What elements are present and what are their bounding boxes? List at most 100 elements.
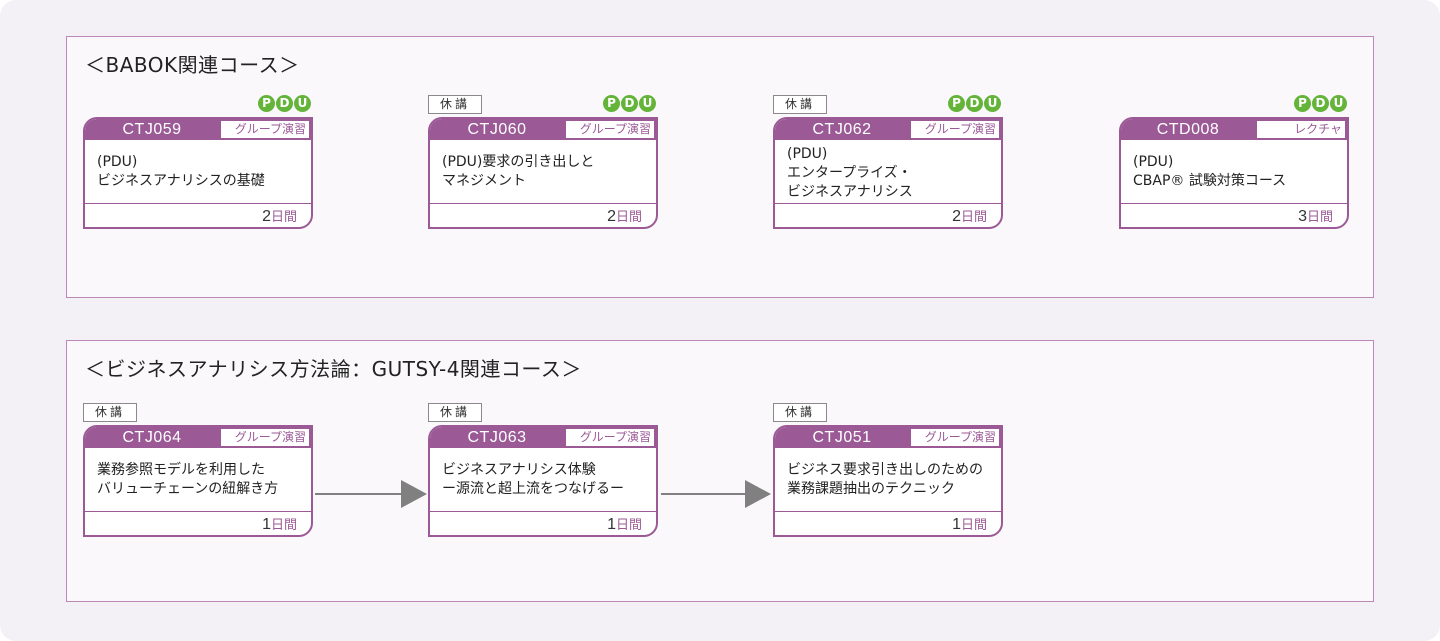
course-code: CTJ060	[467, 121, 527, 138]
course-footer: 3日間	[1121, 203, 1347, 227]
course-code: CTJ062	[812, 121, 872, 138]
course-title: (PDU) ビジネスアナリシスの基礎	[97, 153, 307, 191]
course-card-ctj064[interactable]: 休講 CTJ064 グループ演習 業務参照モデルを利用した バリューチェーンの紐…	[83, 403, 313, 537]
course-header: CTJ062 グループ演習	[775, 119, 1001, 140]
course-type: グループ演習	[566, 429, 654, 446]
course-type: グループ演習	[911, 429, 999, 446]
duration-days: 2	[952, 208, 961, 225]
pdu-letter-p: P	[948, 95, 965, 112]
course-type: グループ演習	[221, 121, 309, 138]
course-duration: 2日間	[262, 206, 297, 226]
duration-unit: 日間	[270, 518, 297, 533]
course-title-line: (PDU)	[97, 154, 138, 170]
course-header: CTJ060 グループ演習	[430, 119, 656, 140]
course-title-line: 業務課題抽出のテクニック	[787, 481, 955, 497]
section-title: ＜ビジネスアナリシス方法論：GUTSY-4関連コース＞	[85, 357, 582, 381]
flow-arrow	[315, 480, 427, 508]
course-header: CTD008 レクチャ	[1121, 119, 1347, 140]
course-title-line: CBAP® 試験対策コース	[1133, 173, 1287, 189]
course-duration: 2日間	[952, 206, 987, 226]
flow-arrow	[661, 480, 771, 508]
pdu-letter-d: D	[966, 95, 983, 112]
course-code: CTJ063	[467, 429, 527, 446]
course-box: CTJ064 グループ演習 業務参照モデルを利用した バリューチェーンの紐解き方…	[83, 425, 313, 537]
course-box: CTJ051 グループ演習 ビジネス要求引き出しのための 業務課題抽出のテクニッ…	[773, 425, 1003, 537]
pdu-letter-u: U	[639, 95, 656, 112]
suspended-badge: 休講	[83, 403, 137, 422]
pdu-letter-u: U	[294, 95, 311, 112]
course-title-line: マネジメント	[442, 173, 526, 189]
duration-days: 1	[262, 516, 271, 533]
course-duration: 2日間	[607, 206, 642, 226]
course-title: ビジネスアナリシス体験 ー源流と超上流をつなげるー	[442, 461, 652, 499]
course-title-line: (PDU)要求の引き出しと	[442, 154, 595, 170]
suspended-badge: 休講	[773, 403, 827, 422]
course-duration: 1日間	[952, 514, 987, 534]
duration-days: 1	[952, 516, 961, 533]
course-box: CTD008 レクチャ (PDU) CBAP® 試験対策コース 3日間	[1119, 117, 1349, 229]
course-title-line: ビジネス要求引き出しのための	[787, 462, 983, 478]
duration-days: 2	[607, 208, 616, 225]
duration-unit: 日間	[615, 210, 642, 225]
pdu-letter-p: P	[258, 95, 275, 112]
course-title-line: バリューチェーンの紐解き方	[97, 481, 279, 497]
course-type: レクチャ	[1257, 121, 1345, 138]
course-code: CTD008	[1156, 121, 1220, 138]
pdu-letter-u: U	[1330, 95, 1347, 112]
course-title: 業務参照モデルを利用した バリューチェーンの紐解き方	[97, 461, 307, 499]
course-box: CTJ063 グループ演習 ビジネスアナリシス体験 ー源流と超上流をつなげるー …	[428, 425, 658, 537]
course-title-line: ビジネスアナリシス	[787, 184, 913, 200]
section-gutsy4: ＜ビジネスアナリシス方法論：GUTSY-4関連コース＞ 休講 CTJ064 グル…	[66, 340, 1374, 602]
pdu-letter-p: P	[1294, 95, 1311, 112]
section-title: ＜BABOK関連コース＞	[85, 53, 300, 77]
pdu-letter-p: P	[603, 95, 620, 112]
course-title-line: エンタープライズ・	[787, 165, 912, 181]
course-header: CTJ063 グループ演習	[430, 427, 656, 448]
course-type: グループ演習	[911, 121, 999, 138]
course-title: (PDU) CBAP® 試験対策コース	[1133, 153, 1343, 191]
course-title-line: 業務参照モデルを利用した	[97, 462, 265, 478]
course-title-line: ー源流と超上流をつなげるー	[442, 481, 624, 497]
pdu-letter-u: U	[984, 95, 1001, 112]
duration-days: 3	[1298, 208, 1307, 225]
course-title: ビジネス要求引き出しのための 業務課題抽出のテクニック	[787, 461, 997, 499]
duration-days: 2	[262, 208, 271, 225]
course-duration: 1日間	[262, 514, 297, 534]
duration-unit: 日間	[960, 210, 987, 225]
course-title: (PDU)要求の引き出しと マネジメント	[442, 153, 652, 191]
suspended-badge: 休講	[773, 95, 827, 114]
course-card-ctj063[interactable]: 休講 CTJ063 グループ演習 ビジネスアナリシス体験 ー源流と超上流をつなげ…	[428, 403, 658, 537]
pdu-letter-d: D	[276, 95, 293, 112]
course-header: CTJ059 グループ演習	[85, 119, 311, 140]
course-title: (PDU) エンタープライズ・ ビジネスアナリシス	[787, 145, 997, 202]
course-footer: 1日間	[775, 511, 1001, 535]
course-card-ctj051[interactable]: 休講 CTJ051 グループ演習 ビジネス要求引き出しのための 業務課題抽出のテ…	[773, 403, 1003, 537]
duration-unit: 日間	[270, 210, 297, 225]
course-header: CTJ064 グループ演習	[85, 427, 311, 448]
suspended-badge: 休講	[428, 95, 482, 114]
duration-unit: 日間	[960, 518, 987, 533]
course-title-line: (PDU)	[787, 146, 828, 162]
duration-days: 1	[607, 516, 616, 533]
course-box: CTJ060 グループ演習 (PDU)要求の引き出しと マネジメント 2日間	[428, 117, 658, 229]
course-footer: 2日間	[430, 203, 656, 227]
course-duration: 3日間	[1298, 206, 1333, 226]
course-header: CTJ051 グループ演習	[775, 427, 1001, 448]
course-duration: 1日間	[607, 514, 642, 534]
pdu-letter-d: D	[621, 95, 638, 112]
suspended-badge: 休講	[428, 403, 482, 422]
course-title-line: ビジネスアナリシスの基礎	[97, 173, 265, 189]
course-footer: 2日間	[775, 203, 1001, 227]
course-type: グループ演習	[566, 121, 654, 138]
course-title-line: (PDU)	[1133, 154, 1174, 170]
course-title-line: ビジネスアナリシス体験	[442, 462, 596, 478]
